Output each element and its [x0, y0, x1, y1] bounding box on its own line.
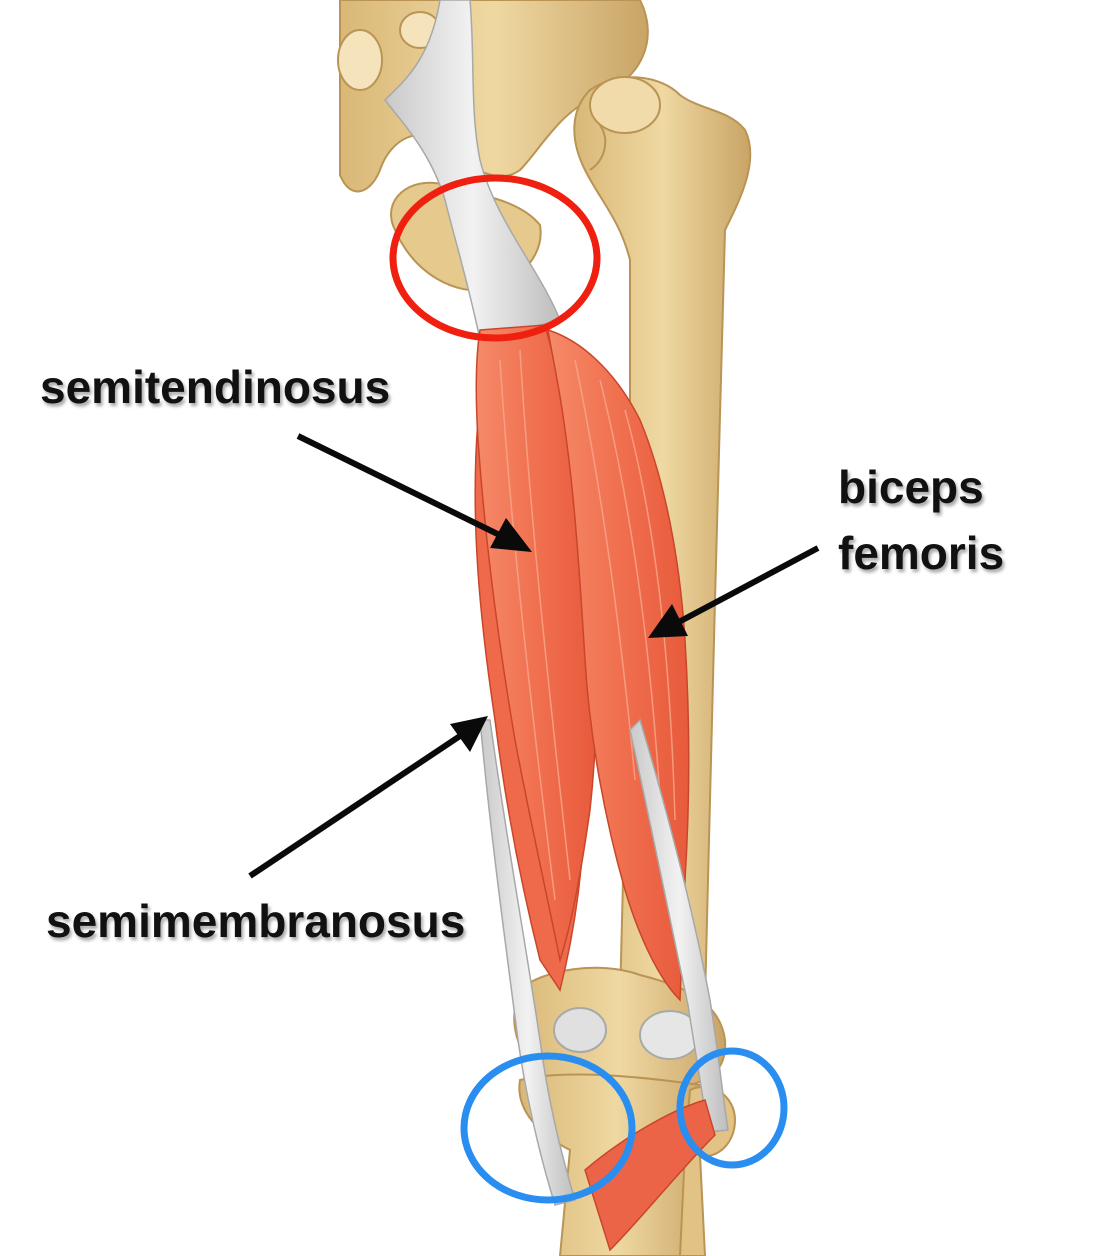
pointer-arrows	[248, 433, 820, 879]
medial-insertion-highlight-circle	[460, 1052, 636, 1204]
biceps-femoris-arrow	[658, 545, 820, 635]
origin-highlight-circle	[389, 174, 601, 342]
lateral-insertion-highlight-circle	[676, 1047, 788, 1169]
semimembranosus-label: semimembranosus	[46, 895, 466, 947]
muscle-fibers	[499, 349, 676, 901]
biceps-femoris-label-line1: biceps	[838, 461, 984, 513]
popliteus-muscle	[584, 1099, 716, 1252]
proximal-tendon	[384, 0, 562, 341]
semitendinosus-label: semitendinosus	[40, 361, 391, 413]
biceps-femoris-label-line2: femoris	[838, 527, 1005, 579]
semitendinosus-arrow	[296, 433, 522, 548]
semimembranosus-arrow	[248, 721, 480, 879]
arrow-heads	[450, 518, 688, 752]
medial-distal-tendon	[479, 719, 576, 1206]
